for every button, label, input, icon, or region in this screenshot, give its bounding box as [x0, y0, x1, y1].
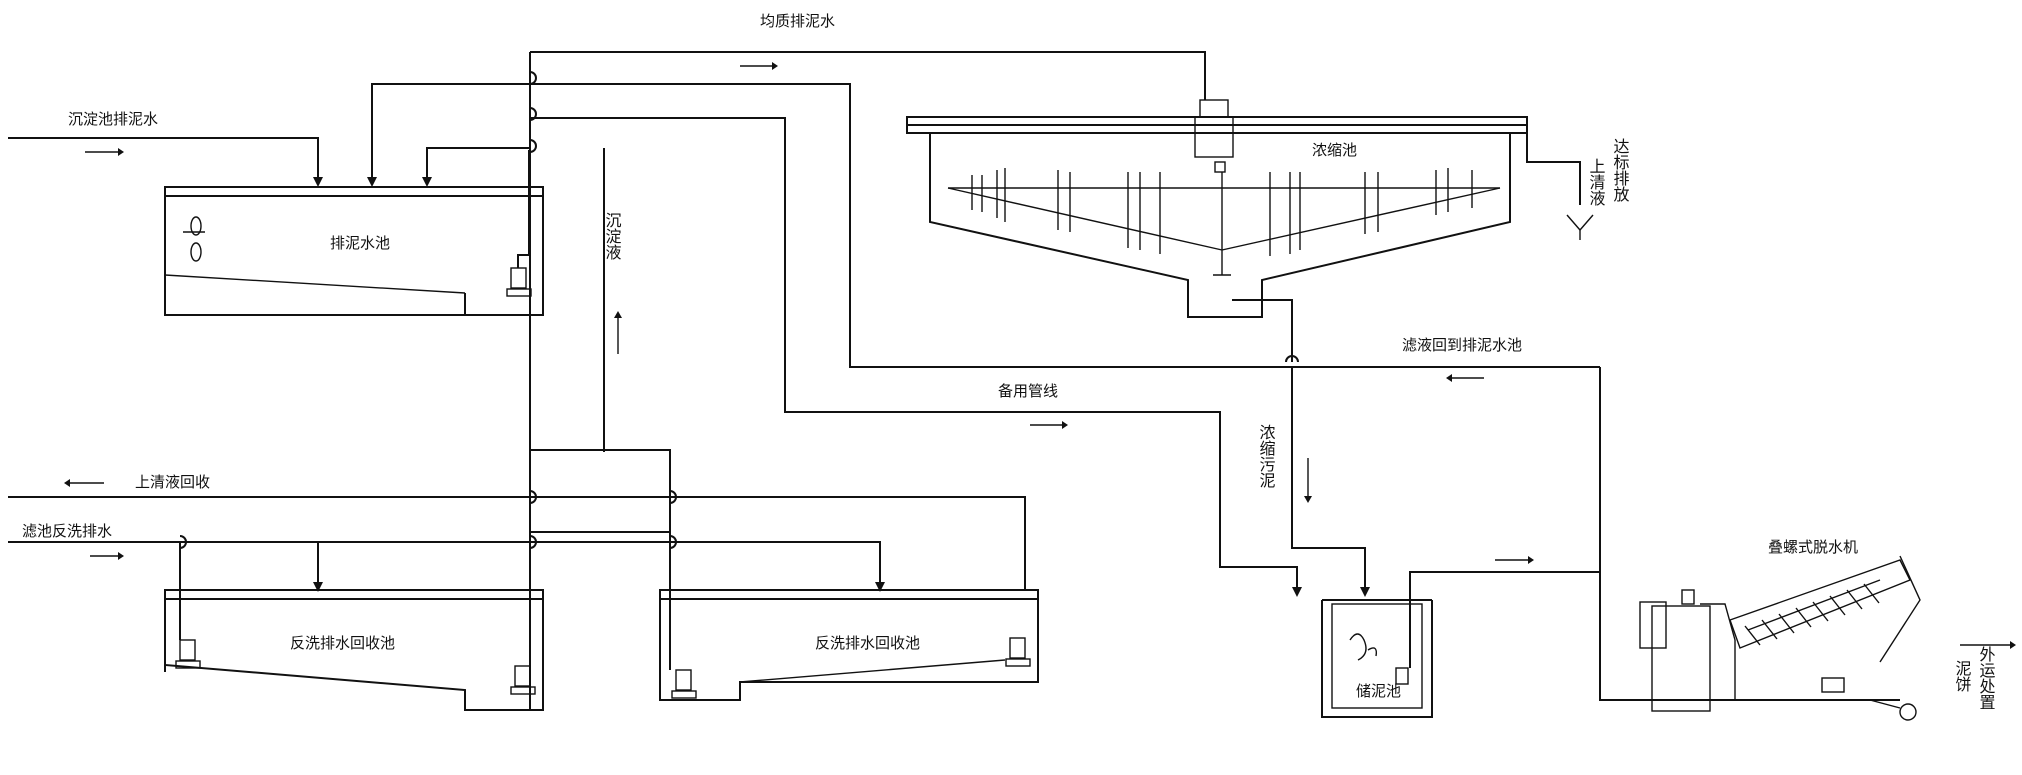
label-sludge-cake: 泥饼 [1953, 660, 1972, 692]
screw-spirals [1744, 583, 1880, 646]
thickener-rakes [971, 168, 1473, 256]
settling-tank-sludge-inlet [8, 137, 323, 187]
label-sludge-water-tank: 排泥水池 [330, 234, 390, 252]
label-backwash-tank-2: 反洗排水回收池 [815, 634, 920, 652]
mixer-icon [183, 216, 205, 262]
backwash-manifold [529, 449, 671, 710]
label-settling-sludge-inlet: 沉淀池排泥水 [68, 110, 158, 128]
label-sludge-storage: 储泥池 [1356, 682, 1401, 700]
svg-text:达标排放: 达标排放 [1611, 138, 1630, 203]
svg-text:外运处置: 外运处置 [1977, 646, 1996, 710]
sludge-water-tank [164, 150, 544, 316]
label-homogenized-sludge-water: 均质排泥水 [760, 12, 835, 30]
label-filtrate-return: 滤液回到排泥水池 [1402, 336, 1522, 354]
main-vertical-pipe [529, 52, 537, 450]
svg-text:沉淀液: 沉淀液 [603, 212, 622, 260]
pump-icon-bw2-left [671, 669, 697, 699]
label-settled-liquid: 沉淀液 [603, 212, 622, 260]
label-screw-dewaterer: 叠螺式脱水机 [1768, 538, 1858, 556]
label-thickened-sludge: 浓缩污泥 [1257, 424, 1276, 489]
label-supernatant: 上清液 [1587, 158, 1606, 206]
pump-icon-bw2-right [1005, 637, 1031, 667]
label-backwash-tank-1: 反洗排水回收池 [290, 634, 395, 652]
label-filter-backwash: 滤池反洗排水 [22, 522, 112, 540]
svg-text:上清液: 上清液 [1587, 158, 1606, 206]
pump-icon-storage [1395, 667, 1409, 685]
svg-text:浓缩污泥: 浓缩污泥 [1257, 424, 1276, 489]
label-standby-pipeline: 备用管线 [998, 382, 1058, 400]
thickener-tank [906, 99, 1528, 318]
pump-icon-bw1-right [510, 665, 536, 695]
label-thickener: 浓缩池 [1312, 141, 1357, 159]
stirrer-icon [1349, 633, 1378, 661]
screw-dewatering-machine [1599, 555, 1921, 721]
pump-icon-bw1-left [175, 639, 201, 669]
backwash-recovery-tank-2 [659, 589, 1039, 701]
label-discharge-compliant: 达标排放 [1611, 138, 1630, 203]
pump-icon [506, 267, 532, 297]
label-supernatant-recovery: 上清液回收 [135, 473, 210, 491]
label-external-disposal: 外运处置 [1977, 646, 1996, 710]
svg-text:泥饼: 泥饼 [1953, 660, 1972, 692]
backwash-recovery-tank-1 [164, 589, 544, 711]
sludge-storage-tank [1321, 599, 1433, 718]
